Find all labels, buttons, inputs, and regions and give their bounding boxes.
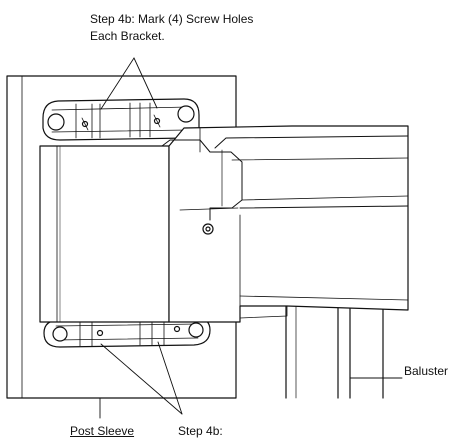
screw-hole-marker (173, 325, 181, 333)
screw-hole-marker (96, 329, 104, 337)
bottom-bracket (43, 317, 211, 348)
bottom-callout-leaders (100, 341, 183, 415)
rail (161, 125, 409, 323)
rail-sleeve (39, 145, 170, 323)
step-top-line2: Each Bracket. (90, 29, 165, 43)
post-sleeve-label: Post Sleeve (70, 424, 135, 438)
step-top-line1: Step 4b: Mark (4) Screw Holes (90, 12, 254, 26)
top-bracket (42, 98, 200, 141)
step-bottom-label: Step 4b: (178, 424, 223, 438)
baluster-label: Baluster (404, 364, 449, 378)
baluster (285, 299, 384, 399)
top-callout-leaders (100, 57, 158, 110)
